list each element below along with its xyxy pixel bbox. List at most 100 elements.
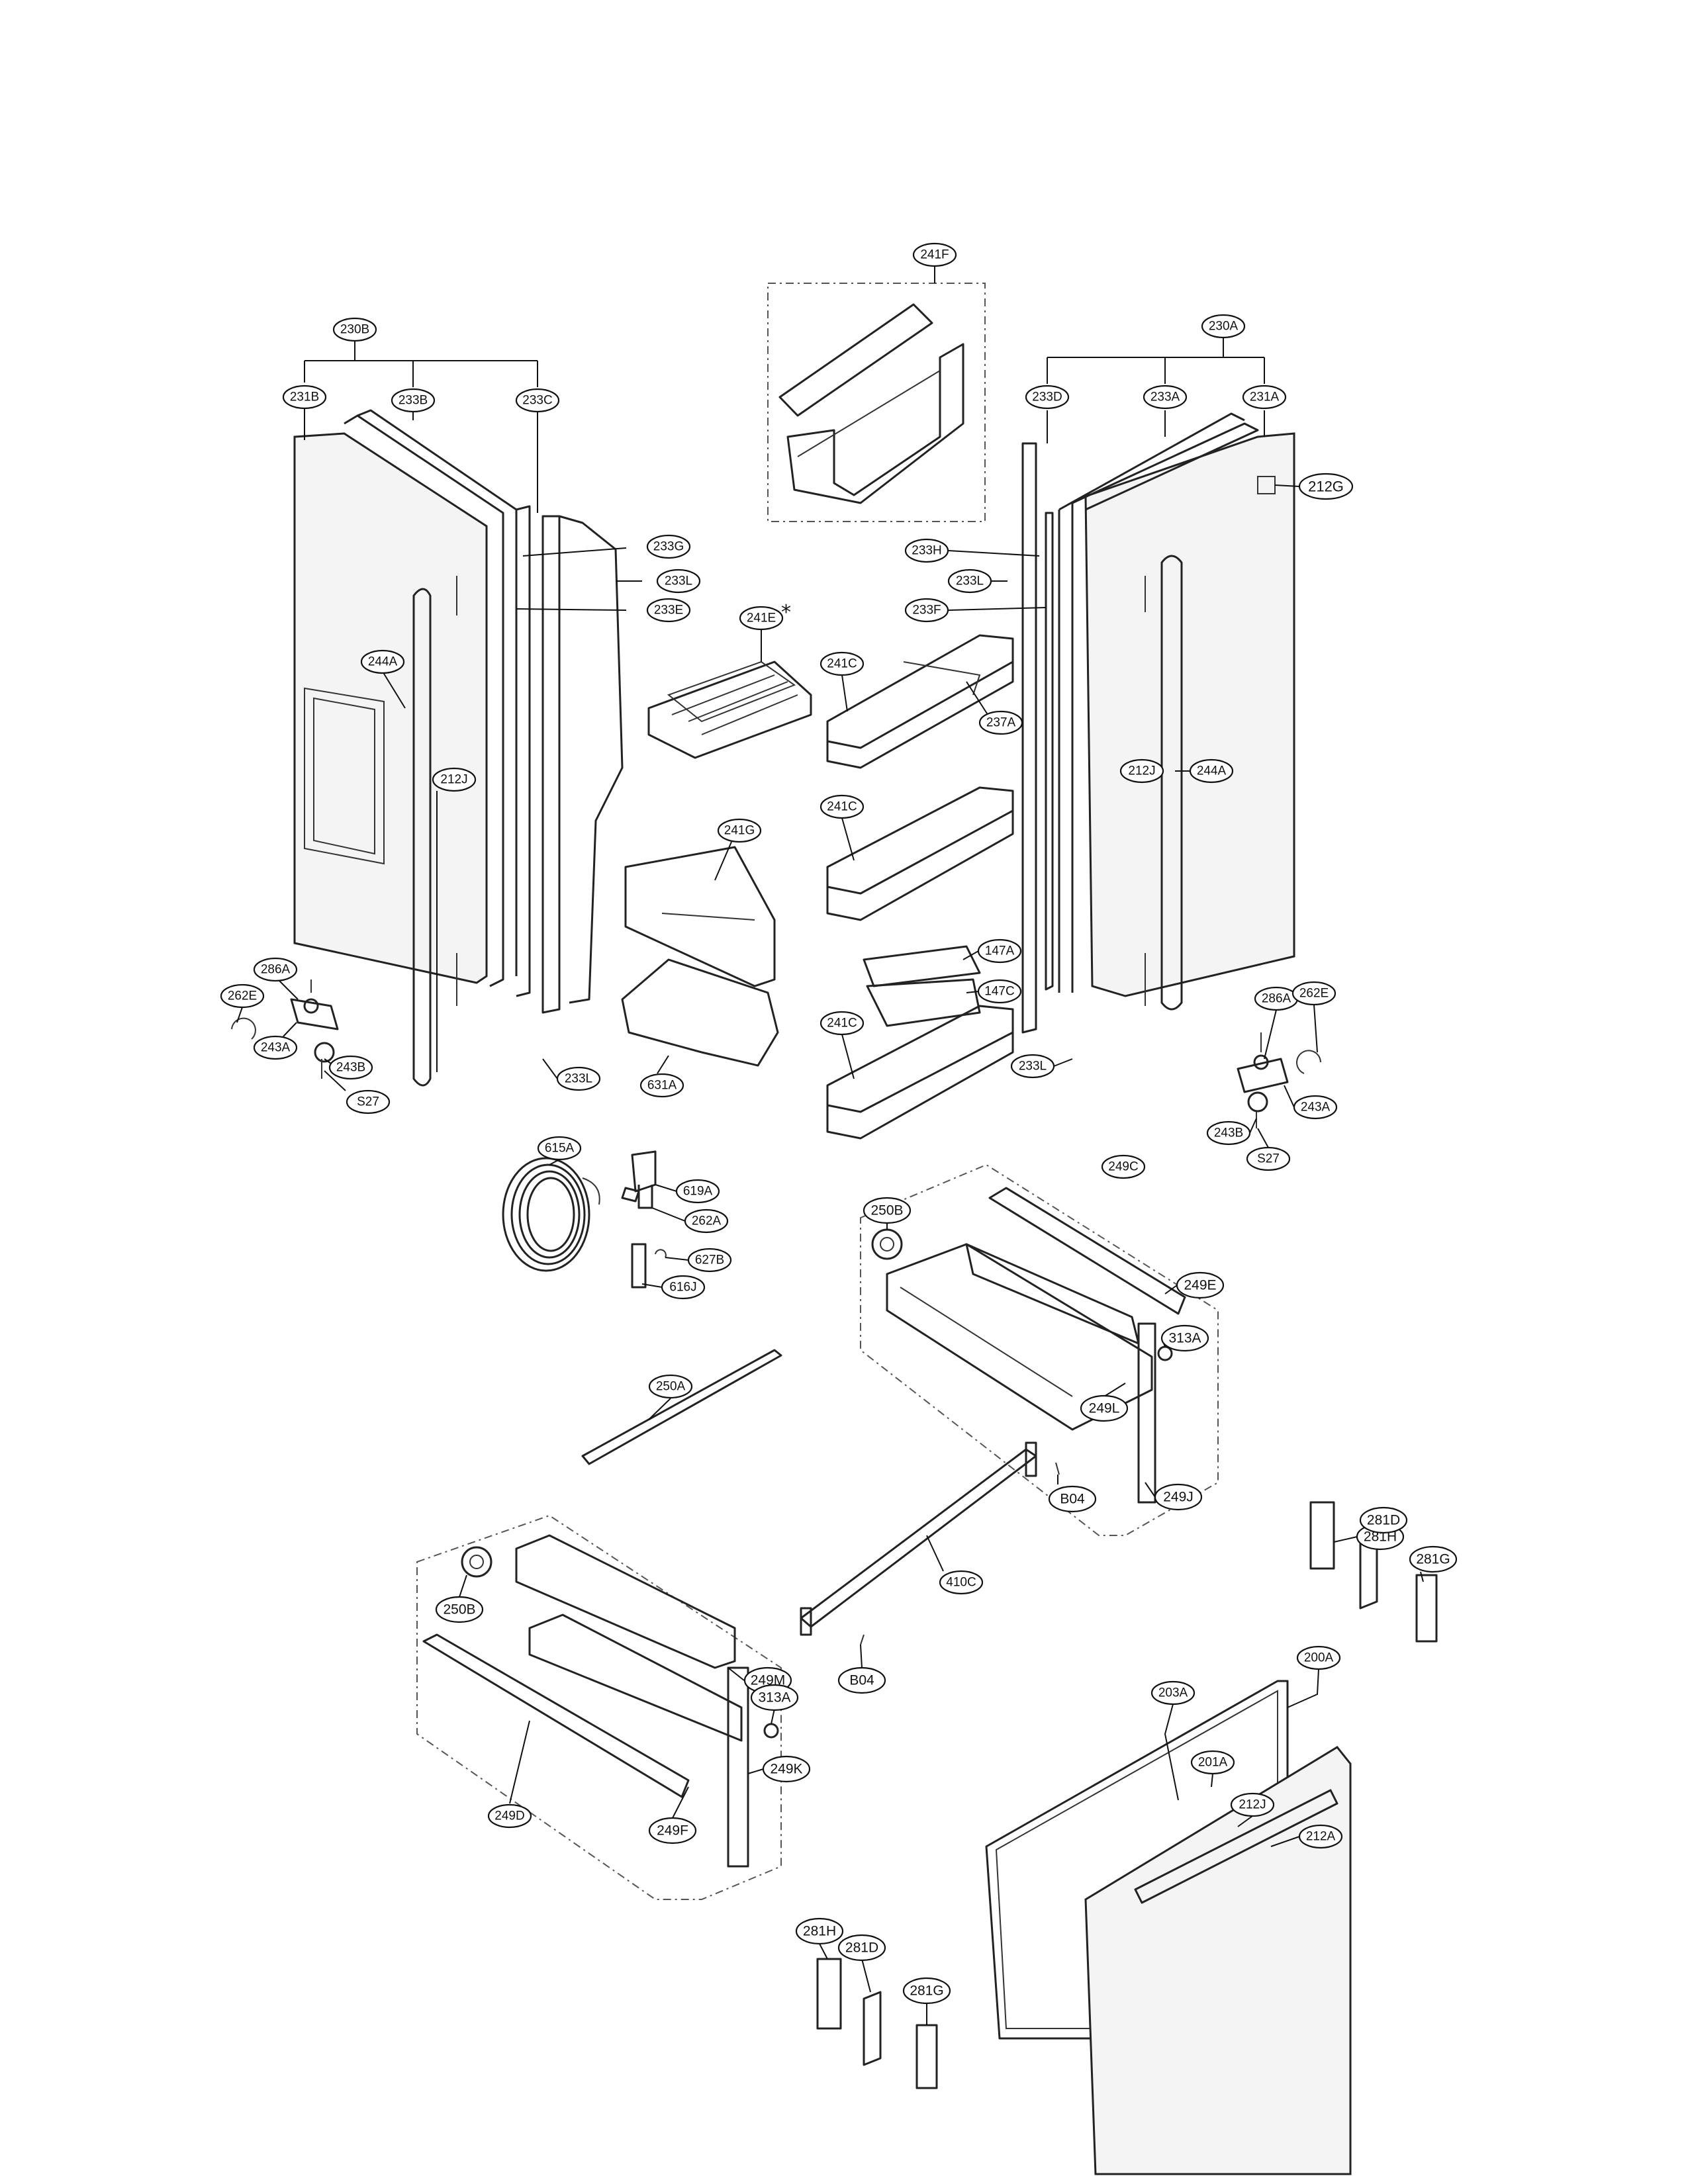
- callout-label: 233L: [665, 574, 692, 588]
- callout-212J-left: 212J: [432, 767, 477, 792]
- callout-B04-upper: B04: [1048, 1485, 1097, 1513]
- callout-label: 233L: [956, 574, 984, 588]
- callout-label: 230B: [340, 323, 369, 337]
- callout-212A: 212A: [1298, 1824, 1343, 1849]
- callout-label: 212J: [1128, 764, 1155, 778]
- callout-241C-top: 241C: [820, 651, 865, 676]
- callout-233D: 233D: [1025, 385, 1070, 410]
- callout-410C: 410C: [939, 1570, 984, 1595]
- callout-249F: 249F: [648, 1817, 697, 1844]
- callout-label: 281G: [1416, 1552, 1450, 1567]
- callout-label: 233D: [1032, 390, 1062, 404]
- callout-241F: 241F: [912, 242, 957, 267]
- callouts: 241F 230B 231B 233B 233C 233G 233L 233E …: [220, 242, 1458, 2005]
- callout-label: 249K: [770, 1762, 802, 1777]
- callout-label: 249F: [657, 1823, 688, 1839]
- callout-212J-right: 212J: [1119, 758, 1164, 784]
- callout-243A-right: 243A: [1293, 1095, 1338, 1120]
- callout-label: 313A: [1168, 1331, 1201, 1346]
- callout-244A-left: 244A: [360, 649, 405, 674]
- callout-313A-lower: 313A: [750, 1684, 799, 1711]
- callout-label: 200A: [1304, 1651, 1334, 1665]
- callout-label: 233H: [912, 544, 941, 558]
- callout-label: 201A: [1198, 1756, 1228, 1770]
- callout-label: S27: [1257, 1152, 1280, 1166]
- callout-label: 250A: [656, 1380, 686, 1394]
- callout-label: 212A: [1306, 1830, 1336, 1844]
- callout-label: 233L: [565, 1072, 592, 1086]
- callout-label: 249L: [1089, 1401, 1120, 1416]
- callout-label: 262E: [228, 989, 257, 1003]
- callout-631A: 631A: [639, 1073, 684, 1098]
- callout-label: 230A: [1209, 320, 1239, 334]
- callout-231A: 231A: [1242, 385, 1287, 410]
- callout-241G: 241G: [717, 818, 762, 843]
- callout-243B-left: 243B: [328, 1055, 373, 1080]
- callout-label: 627B: [695, 1253, 724, 1267]
- callout-237A: 237A: [978, 710, 1023, 735]
- callout-label: 631A: [647, 1079, 677, 1093]
- callout-label: 281D: [845, 1940, 878, 1956]
- callout-label: 250B: [443, 1602, 475, 1617]
- callout-250B-upper: 250B: [863, 1197, 912, 1224]
- callout-label: 250B: [870, 1203, 903, 1218]
- callout-label: 233F: [912, 604, 941, 617]
- callout-label: 410C: [946, 1576, 976, 1590]
- callout-label: 237A: [986, 716, 1016, 730]
- callout-label: 249J: [1163, 1490, 1194, 1505]
- callout-label: 212G: [1308, 478, 1344, 495]
- callout-label: 281G: [910, 1983, 943, 1999]
- callout-label: 231B: [290, 390, 319, 404]
- callout-203A: 203A: [1150, 1680, 1196, 1706]
- callout-S27-right: S27: [1246, 1146, 1291, 1171]
- callout-249K: 249K: [762, 1755, 811, 1783]
- callout-233H: 233H: [904, 538, 949, 563]
- callout-233A: 233A: [1143, 385, 1188, 410]
- callout-281G-right: 281G: [1409, 1545, 1458, 1573]
- callout-label: 286A: [261, 963, 291, 977]
- callout-249C: 249C: [1101, 1154, 1146, 1179]
- callout-262E-right: 262E: [1291, 981, 1336, 1006]
- callout-label: 262E: [1299, 987, 1329, 1001]
- callout-147A: 147A: [977, 938, 1022, 964]
- callout-label: 249E: [1184, 1278, 1216, 1293]
- callout-label: 241C: [827, 800, 857, 814]
- callout-label: S27: [357, 1095, 379, 1109]
- callout-label: 241E: [747, 612, 776, 625]
- callout-label: 244A: [368, 655, 398, 669]
- callout-281D-right: 281D: [1359, 1506, 1408, 1534]
- callout-200A: 200A: [1296, 1645, 1341, 1670]
- callout-241E: 241E: [739, 606, 784, 631]
- callout-201A: 201A: [1190, 1750, 1235, 1775]
- callout-233L-upper-left: 233L: [656, 569, 701, 594]
- callout-label: 233A: [1150, 390, 1180, 404]
- callout-label: 231A: [1250, 390, 1280, 404]
- callout-label: 212J: [440, 773, 467, 787]
- callout-label: B04: [1060, 1492, 1085, 1507]
- callout-label: 281D: [1367, 1513, 1400, 1528]
- callout-212G: 212G: [1298, 473, 1354, 500]
- callout-231B: 231B: [282, 385, 327, 410]
- callout-label: 147A: [985, 944, 1015, 958]
- callout-230A: 230A: [1201, 314, 1246, 339]
- callout-147C: 147C: [977, 979, 1022, 1004]
- callout-233C: 233C: [515, 388, 560, 413]
- callout-233E: 233E: [646, 598, 691, 623]
- callout-label: 262A: [692, 1214, 722, 1228]
- callout-label: 233C: [522, 394, 552, 408]
- callout-label: 241C: [827, 657, 857, 671]
- callout-233L-upper-right: 233L: [947, 569, 992, 594]
- callout-249J: 249J: [1154, 1483, 1203, 1511]
- callout-250A: 250A: [648, 1374, 693, 1399]
- callout-286A-left: 286A: [253, 957, 298, 982]
- callout-262E-left: 262E: [220, 983, 265, 1009]
- parts-artwork: [231, 283, 1438, 2175]
- callout-label: B04: [849, 1673, 874, 1688]
- callout-label: 233G: [653, 540, 684, 554]
- callout-616J: 616J: [661, 1275, 706, 1300]
- callout-label: 619A: [683, 1185, 713, 1199]
- callout-241C-middle: 241C: [820, 794, 865, 819]
- callout-627B: 627B: [687, 1248, 732, 1273]
- callout-label: 243A: [1301, 1101, 1331, 1115]
